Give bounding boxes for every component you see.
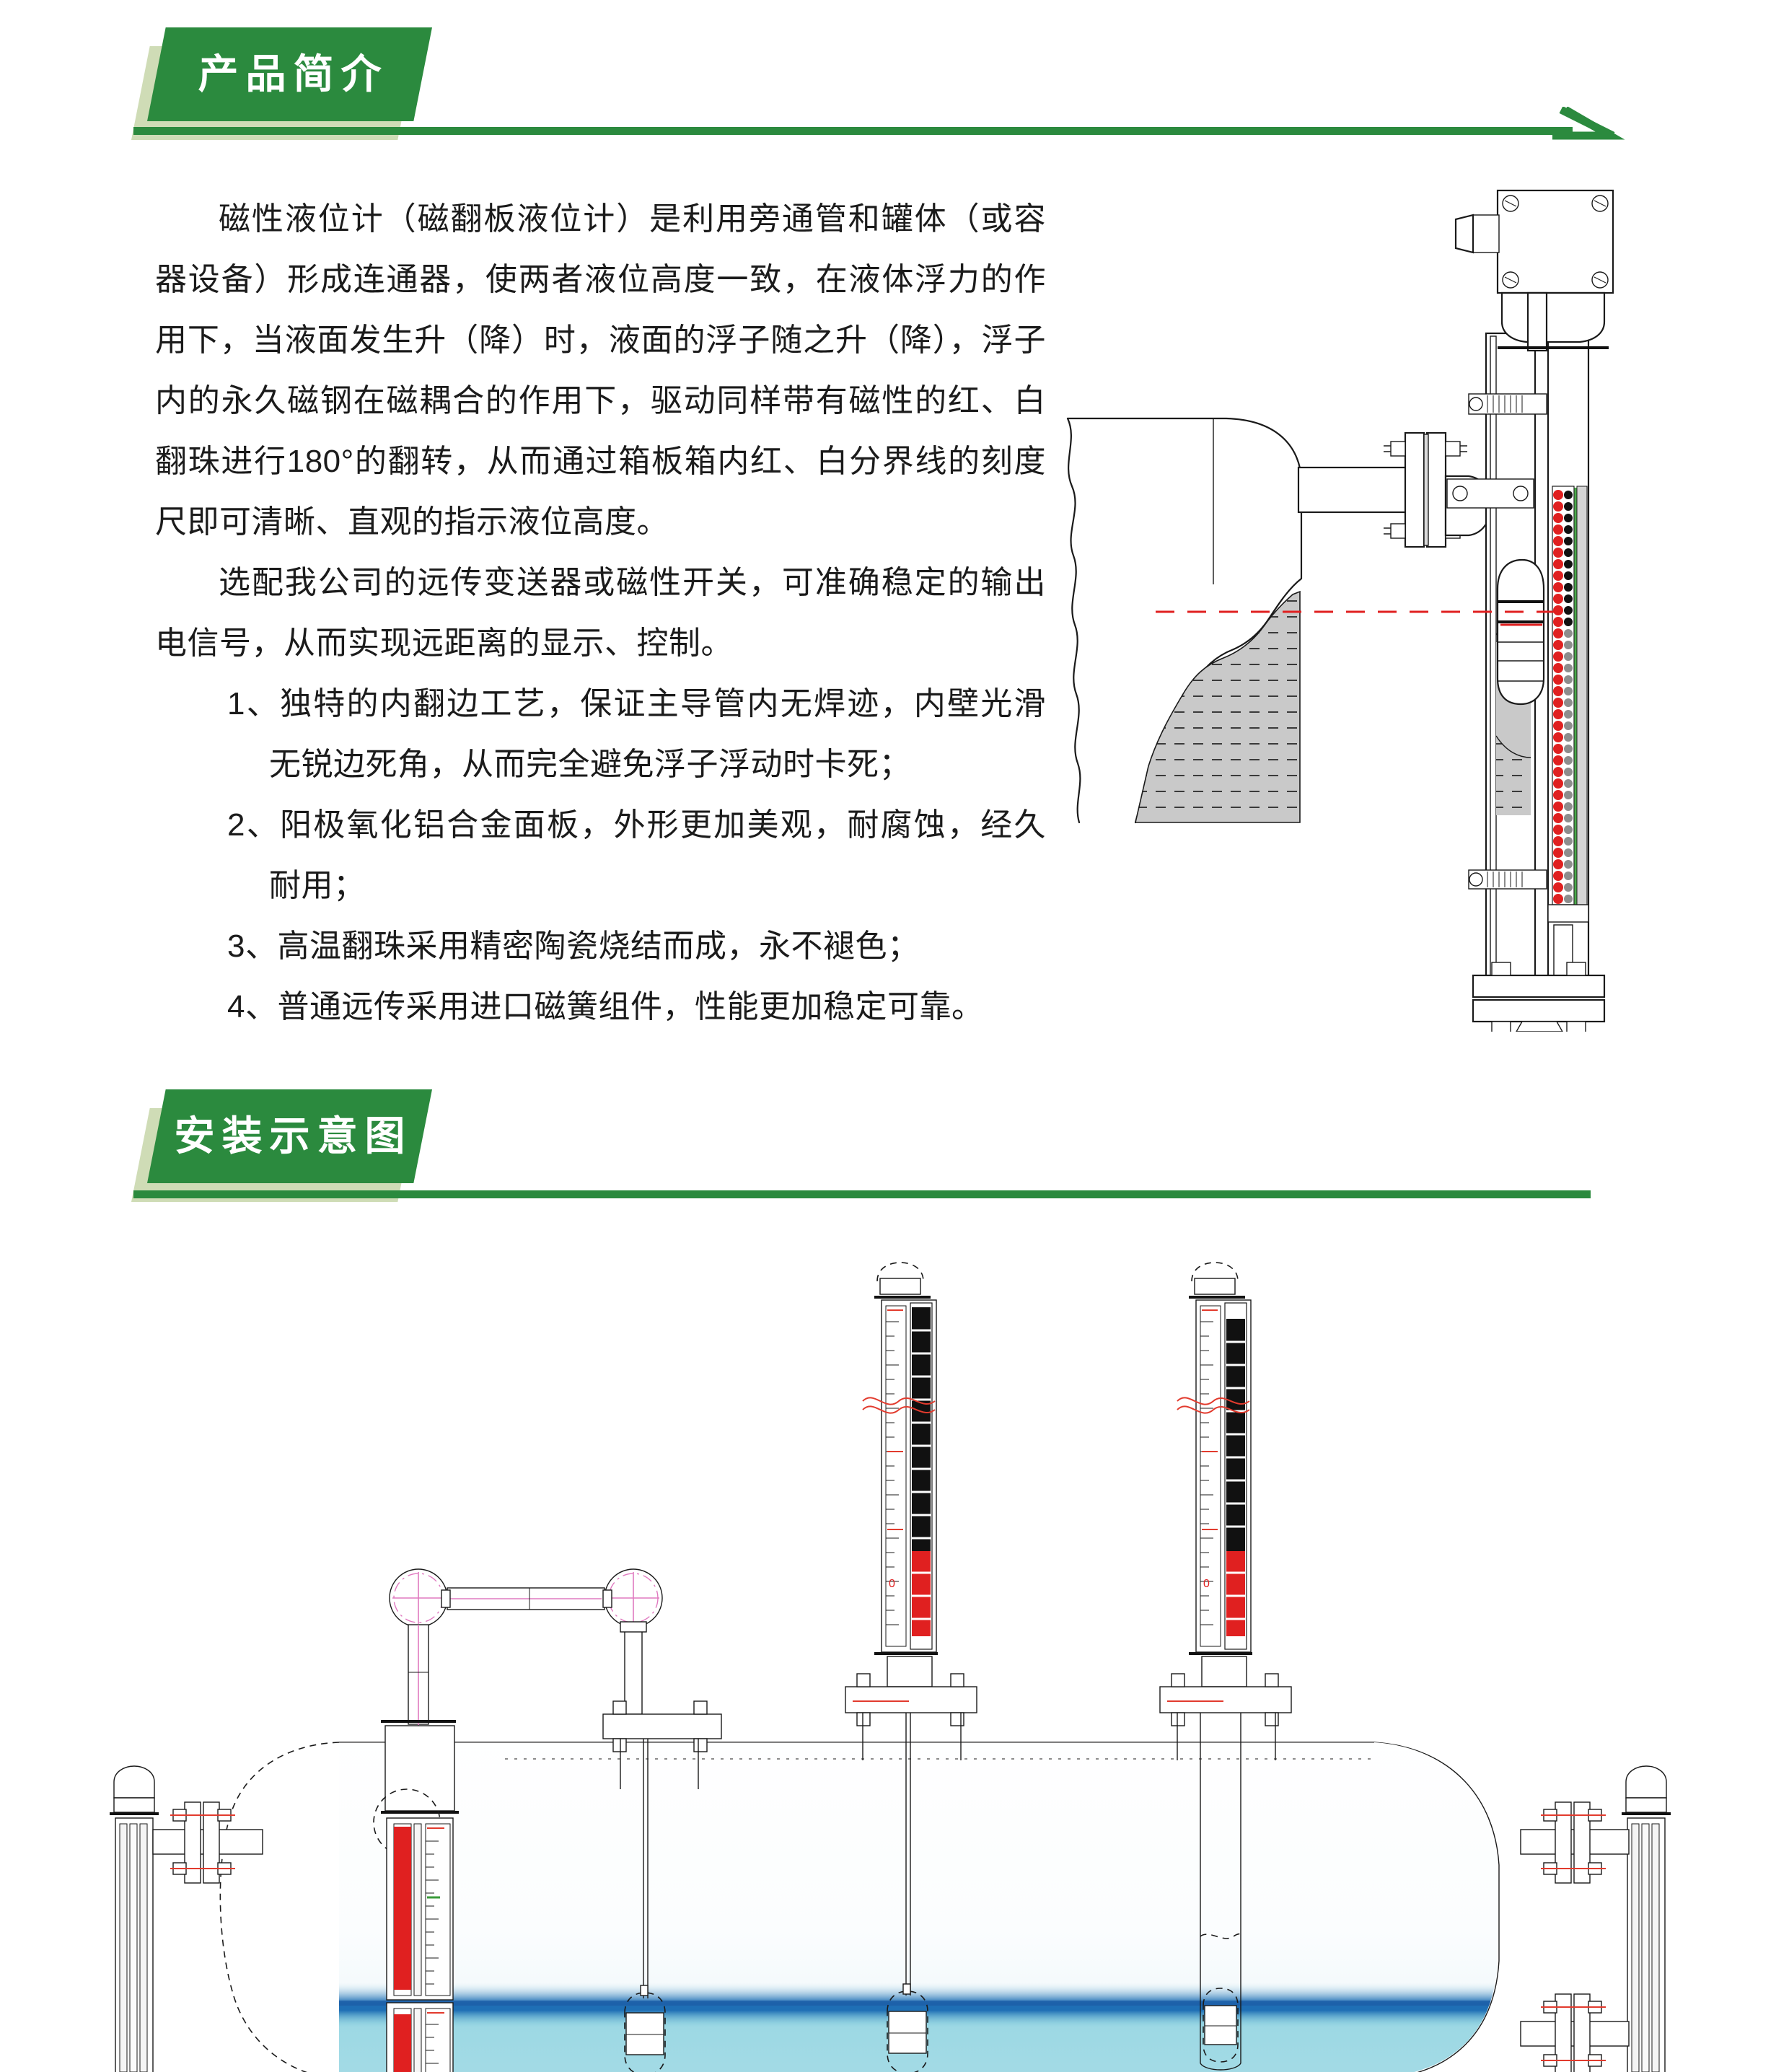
float: [624, 1985, 666, 2072]
feature-item: 1、独特的内翻边工艺，保证主导管内无焊迹，内壁光滑无锐边死角，从而完全避免浮子浮…: [227, 686, 1046, 782]
installation-schematic: 0: [0, 1212, 1789, 2072]
bottom-flange: [1472, 962, 1606, 1032]
feature-item: 2、阳极氧化铝合金面板，外形更加美观，耐腐蚀，经久耐用；: [227, 807, 1046, 903]
top-mounted-float-gauge-1: [602, 1700, 722, 2072]
top-mounted-gauge-with-transmitter: [373, 1568, 663, 2072]
top-mounted-float-gauge-3: 0: [1159, 1262, 1292, 2071]
flap-indicator-column: [1547, 332, 1590, 984]
side-mounted-gauge-right: [1520, 1765, 1671, 2072]
section-banner-installation: 安装示意图: [131, 1089, 449, 1205]
intro-paragraph-1: 磁性液位计（磁翻板液位计）是利用旁通管和罐体（或容器设备）形成连通器，使两者液位…: [155, 201, 1046, 540]
float: [887, 1983, 928, 2072]
banner-label: 安装示意图: [174, 1113, 413, 1159]
banner-plate: 安装示意图: [147, 1089, 432, 1183]
float: [1496, 558, 1545, 706]
intro-copy: 磁性液位计（磁翻板液位计）是利用旁通管和罐体（或容器设备）形成连通器，使两者液位…: [155, 189, 1046, 1037]
feature-item: 3、高温翻珠采用精密陶瓷烧结而成，永不褪色；: [227, 929, 920, 964]
svg-text:0: 0: [889, 1578, 895, 1590]
intro-paragraph-2: 选配我公司的远传变送器或磁性开关，可准确稳定的输出电信号，从而实现远距离的显示、…: [155, 565, 1046, 661]
section-divider-1: [133, 127, 1573, 135]
feature-list: 1、独特的内翻边工艺，保证主导管内无焊迹，内壁光滑无锐边死角，从而完全避免浮子浮…: [155, 674, 1046, 1037]
top-mounted-float-gauge-2: 0: [845, 1262, 977, 2072]
float: [1203, 1988, 1239, 2063]
banner-plate: 产品简介: [147, 27, 432, 121]
banner-label: 产品简介: [198, 51, 389, 97]
section-divider-2: [133, 1190, 1591, 1198]
magnetic-level-gauge-section-view: [1060, 180, 1638, 1032]
svg-text:0: 0: [1203, 1578, 1210, 1590]
side-mounted-gauge-left: [110, 1765, 263, 2072]
section-banner-product-intro: 产品简介: [131, 27, 449, 143]
divider-arrow-icon: [1552, 107, 1625, 140]
feature-item: 4、普通远传采用进口磁簧组件，性能更加稳定可靠。: [227, 989, 984, 1024]
junction-box: [1454, 189, 1614, 294]
conduit-junction-boxes: [389, 1568, 663, 1726]
